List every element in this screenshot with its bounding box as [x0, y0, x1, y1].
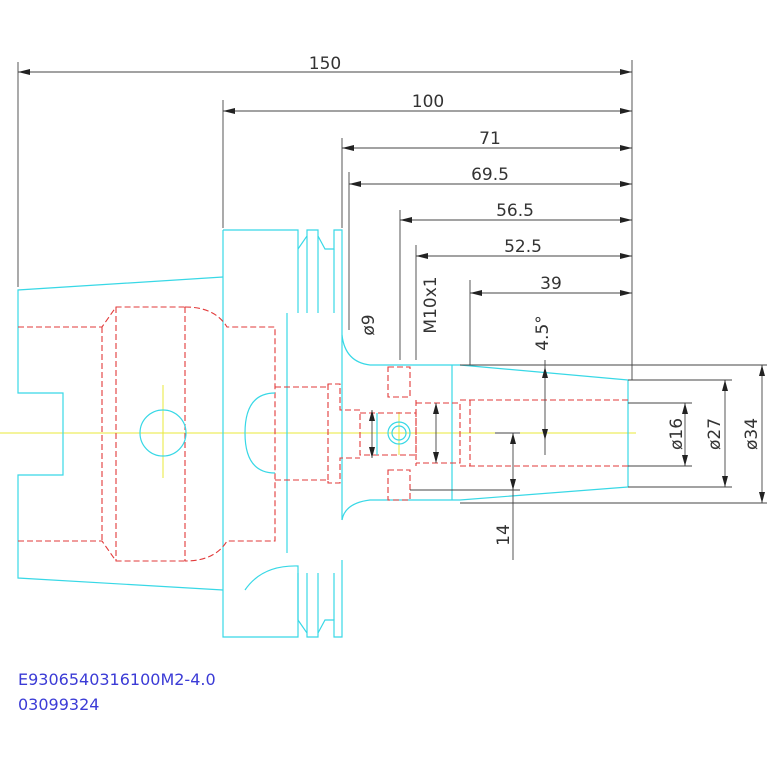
clamp-bore-top: [416, 402, 461, 464]
label-dia16: ø16: [667, 418, 687, 450]
label-100: 100: [412, 92, 444, 112]
arrow-14-top: [510, 433, 516, 444]
radial-hole-inner: [391, 425, 407, 441]
arrow-39-left: [470, 290, 482, 296]
arrow-m10-top: [433, 403, 439, 414]
nose-top-profile: [341, 334, 629, 381]
part-code-block: E9306540316100M2-4.0 03099324: [18, 670, 216, 714]
arrow-dia27-top: [722, 380, 728, 391]
arrow-100-left: [223, 108, 235, 114]
arrow-71-left: [342, 145, 354, 151]
label-150: 150: [309, 54, 341, 74]
label-71: 71: [479, 129, 501, 149]
arrow-52-5-left: [416, 253, 428, 259]
arrow-angle-bottom: [542, 429, 548, 440]
taper-shank-outline: [17, 276, 224, 591]
arrow-14-bottom: [510, 479, 516, 490]
arrow-dia27-bottom: [722, 476, 728, 487]
label-69-5: 69.5: [471, 165, 509, 185]
arrow-56-5-left: [400, 217, 412, 223]
v-groove-top: [297, 229, 343, 330]
part-code-line-1: E9306540316100M2-4.0: [18, 670, 216, 689]
label-m10x1: M10x1: [421, 276, 441, 333]
dimension-labels: 150 100 71 69.5 56.5 52.5 39 ø9 M10x1 4.…: [309, 54, 762, 546]
radial-hole-outer: [387, 421, 411, 445]
arrow-39-right: [620, 290, 632, 296]
label-39: 39: [540, 274, 562, 294]
arrow-dia16-bottom: [682, 455, 688, 466]
set-screw-hole-top: [387, 366, 411, 398]
part-code-line-2: 03099324: [18, 695, 99, 714]
arrow-dia9-bottom: [369, 447, 375, 458]
label-56-5: 56.5: [496, 201, 534, 221]
key-slot-curve: [244, 565, 299, 591]
label-dia9: ø9: [359, 314, 379, 335]
flange-bore-arc: [244, 392, 276, 474]
arrow-56-5-right: [620, 217, 632, 223]
label-52-5: 52.5: [504, 237, 542, 257]
arrow-52-5-right: [620, 253, 632, 259]
nose-bottom-profile: [341, 486, 629, 521]
shank-bore-top: [18, 306, 185, 328]
arrow-dia34-top: [759, 365, 765, 376]
arrow-69-5-right: [620, 181, 632, 187]
flange-bore-bottom: [275, 457, 360, 484]
arrow-angle-top: [542, 367, 548, 378]
arrow-71-right: [620, 145, 632, 151]
arrow-dia16-top: [682, 403, 688, 414]
part-outline: [17, 229, 629, 638]
label-angle: 4.5°: [533, 315, 553, 351]
arrow-dia34-bottom: [759, 492, 765, 503]
flange-top-outline: [223, 229, 299, 249]
arrow-69-5-left: [349, 181, 361, 187]
shank-bore-right: [184, 306, 276, 562]
center-lines: [0, 385, 636, 478]
cross-hole: [139, 409, 187, 457]
dimension-lines: [17, 60, 767, 560]
arrow-150-right: [620, 69, 632, 75]
arrow-m10-bottom: [433, 452, 439, 463]
label-14: 14: [494, 524, 514, 546]
hidden-features: [18, 306, 628, 562]
arrow-100-right: [620, 108, 632, 114]
set-screw-hole-bottom: [387, 469, 411, 501]
flange-bore-top: [275, 383, 360, 411]
v-groove-bottom: [297, 560, 343, 638]
screw-bore: [359, 412, 417, 456]
shank-bore-bottom: [18, 540, 185, 562]
arrow-dia9-top: [369, 410, 375, 421]
arrow-150-left: [18, 69, 30, 75]
label-dia27: ø27: [705, 418, 725, 450]
label-dia34: ø34: [742, 418, 762, 450]
